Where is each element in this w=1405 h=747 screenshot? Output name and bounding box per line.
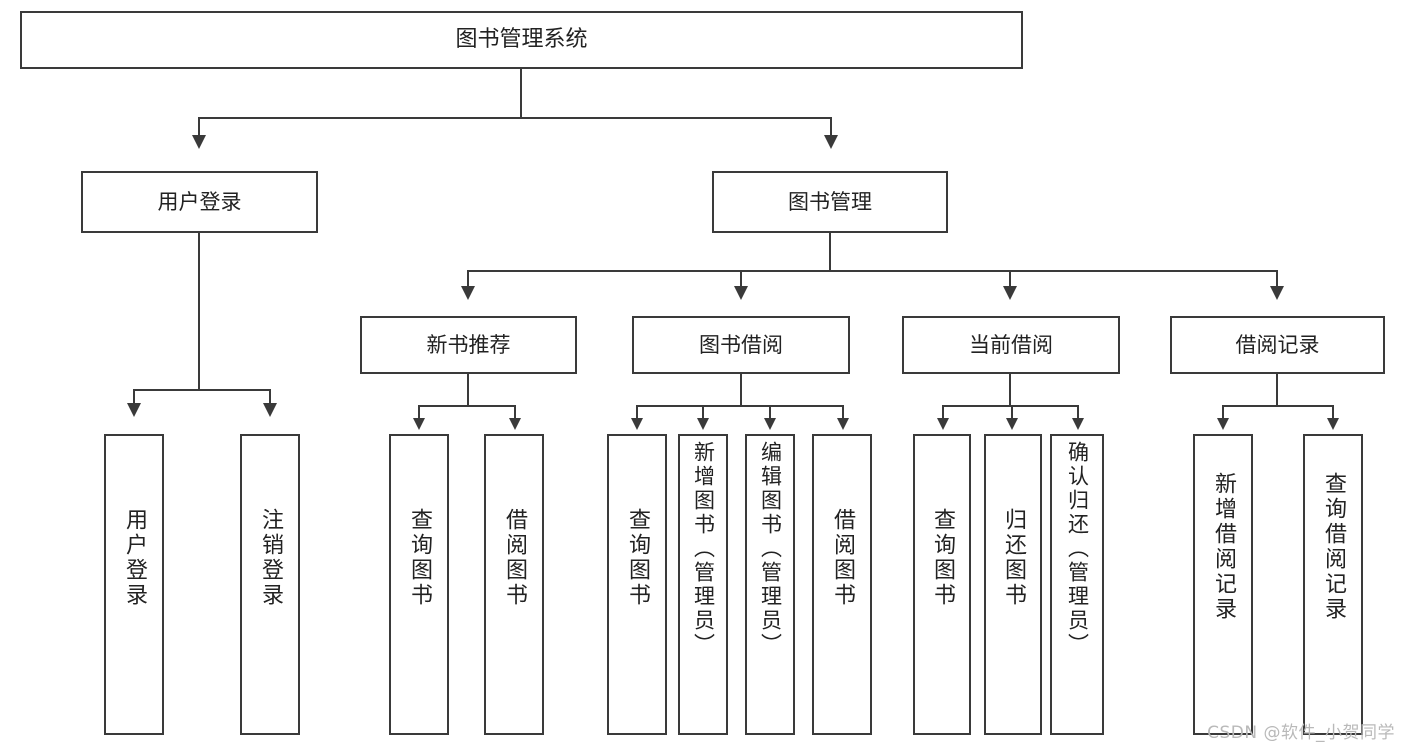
connector-lvl3-drop-1	[467, 270, 469, 288]
leaf-return-book[interactable]: 归还图书	[984, 434, 1042, 735]
leaf-confirm-return[interactable]: 确认归还（管理员）	[1050, 434, 1104, 735]
arrow-to-leaf-query-book-2	[631, 418, 643, 430]
leaf-label: 查询图书	[625, 508, 650, 608]
arrow-to-leaf-add-book	[697, 418, 709, 430]
leaf-borrow-book-1[interactable]: 借阅图书	[484, 434, 544, 735]
connector-root-stem	[520, 69, 522, 118]
connector-current-borrow-bar	[942, 405, 1079, 407]
connector-root-drop-right	[830, 117, 832, 137]
leaf-label: 查询借阅记录	[1321, 472, 1346, 622]
arrow-to-new-book-rec	[461, 286, 475, 300]
connector-book-borrow-bar	[636, 405, 844, 407]
node-book-borrow[interactable]: 图书借阅	[632, 316, 850, 374]
leaf-query-book-3[interactable]: 查询图书	[913, 434, 971, 735]
leaf-label: 查询图书	[407, 508, 432, 608]
arrow-to-current-borrow	[1003, 286, 1017, 300]
arrow-to-borrow-record	[1270, 286, 1284, 300]
node-root-system[interactable]: 图书管理系统	[20, 11, 1023, 69]
arrow-to-leaf-add-record	[1217, 418, 1229, 430]
node-label: 当前借阅	[969, 332, 1053, 357]
connector-cb-drop-3	[1077, 405, 1079, 419]
leaf-label: 用户登录	[122, 508, 147, 608]
connector-br-drop-2	[1332, 405, 1334, 419]
node-book-manage[interactable]: 图书管理	[712, 171, 948, 233]
connector-borrow-record-stem	[1276, 374, 1278, 406]
connector-book-borrow-stem	[740, 374, 742, 406]
node-label: 借阅记录	[1235, 332, 1320, 357]
arrow-to-leaf-logout	[263, 403, 277, 417]
arrow-to-leaf-confirm-return	[1072, 418, 1084, 430]
arrow-to-book-borrow	[734, 286, 748, 300]
arrow-to-leaf-query-record	[1327, 418, 1339, 430]
connector-cb-drop-2	[1011, 405, 1013, 419]
arrow-to-leaf-edit-book	[764, 418, 776, 430]
connector-cb-drop-1	[942, 405, 944, 419]
leaf-label: 借阅图书	[830, 508, 855, 608]
node-label: 新书推荐	[426, 332, 511, 357]
leaf-user-login[interactable]: 用户登录	[104, 434, 164, 735]
connector-user-login-drop-1	[133, 389, 135, 405]
connector-nbr-drop-2	[514, 405, 516, 419]
connector-user-login-drop-2	[269, 389, 271, 405]
connector-borrow-record-bar	[1222, 405, 1334, 407]
connector-lvl3-drop-3	[1009, 270, 1011, 288]
leaf-label: 归还图书	[1001, 508, 1026, 608]
connector-new-book-rec-stem	[467, 374, 469, 406]
node-label: 图书借阅	[699, 332, 783, 357]
leaf-label: 确认归还（管理员）	[1065, 441, 1090, 657]
leaf-edit-book[interactable]: 编辑图书（管理员）	[745, 434, 795, 735]
node-borrow-record[interactable]: 借阅记录	[1170, 316, 1385, 374]
arrow-to-book-manage	[824, 135, 838, 149]
leaf-query-book-2[interactable]: 查询图书	[607, 434, 667, 735]
node-label: 用户登录	[157, 189, 242, 214]
leaf-label: 借阅图书	[502, 508, 527, 608]
connector-lvl3-drop-4	[1276, 270, 1278, 288]
leaf-query-book-1[interactable]: 查询图书	[389, 434, 449, 735]
arrow-to-leaf-query-book-1	[413, 418, 425, 430]
node-label: 图书管理	[788, 189, 872, 214]
connector-new-book-rec-bar	[418, 405, 516, 407]
leaf-label: 查询图书	[930, 508, 955, 608]
node-new-book-rec[interactable]: 新书推荐	[360, 316, 577, 374]
connector-bb-drop-4	[842, 405, 844, 419]
arrow-to-leaf-borrow-book-2	[837, 418, 849, 430]
leaf-add-record[interactable]: 新增借阅记录	[1193, 434, 1253, 735]
leaf-logout[interactable]: 注销登录	[240, 434, 300, 735]
connector-root-drop-left	[198, 117, 200, 137]
arrow-to-leaf-query-book-3	[937, 418, 949, 430]
leaf-borrow-book-2[interactable]: 借阅图书	[812, 434, 872, 735]
leaf-add-book[interactable]: 新增图书（管理员）	[678, 434, 728, 735]
connector-current-borrow-stem	[1009, 374, 1011, 406]
arrow-to-leaf-borrow-book-1	[509, 418, 521, 430]
node-current-borrow[interactable]: 当前借阅	[902, 316, 1120, 374]
leaf-label: 新增图书（管理员）	[691, 441, 716, 657]
leaf-query-record[interactable]: 查询借阅记录	[1303, 434, 1363, 735]
connector-book-manage-bar	[467, 270, 1278, 272]
connector-nbr-drop-1	[418, 405, 420, 419]
arrow-to-leaf-user-login	[127, 403, 141, 417]
node-user-login[interactable]: 用户登录	[81, 171, 318, 233]
connector-user-login-stem	[198, 233, 200, 390]
connector-lvl3-drop-2	[740, 270, 742, 288]
leaf-label: 注销登录	[258, 508, 283, 608]
leaf-label: 新增借阅记录	[1211, 472, 1236, 622]
arrow-to-user-login	[192, 135, 206, 149]
leaf-label: 编辑图书（管理员）	[758, 441, 783, 657]
connector-bb-drop-3	[769, 405, 771, 419]
node-label: 图书管理系统	[455, 27, 588, 53]
connector-bb-drop-2	[702, 405, 704, 419]
connector-root-bar	[198, 117, 832, 119]
connector-bb-drop-1	[636, 405, 638, 419]
connector-book-manage-stem	[829, 233, 831, 271]
arrow-to-leaf-return-book	[1006, 418, 1018, 430]
connector-br-drop-1	[1222, 405, 1224, 419]
connector-user-login-bar	[133, 389, 270, 391]
